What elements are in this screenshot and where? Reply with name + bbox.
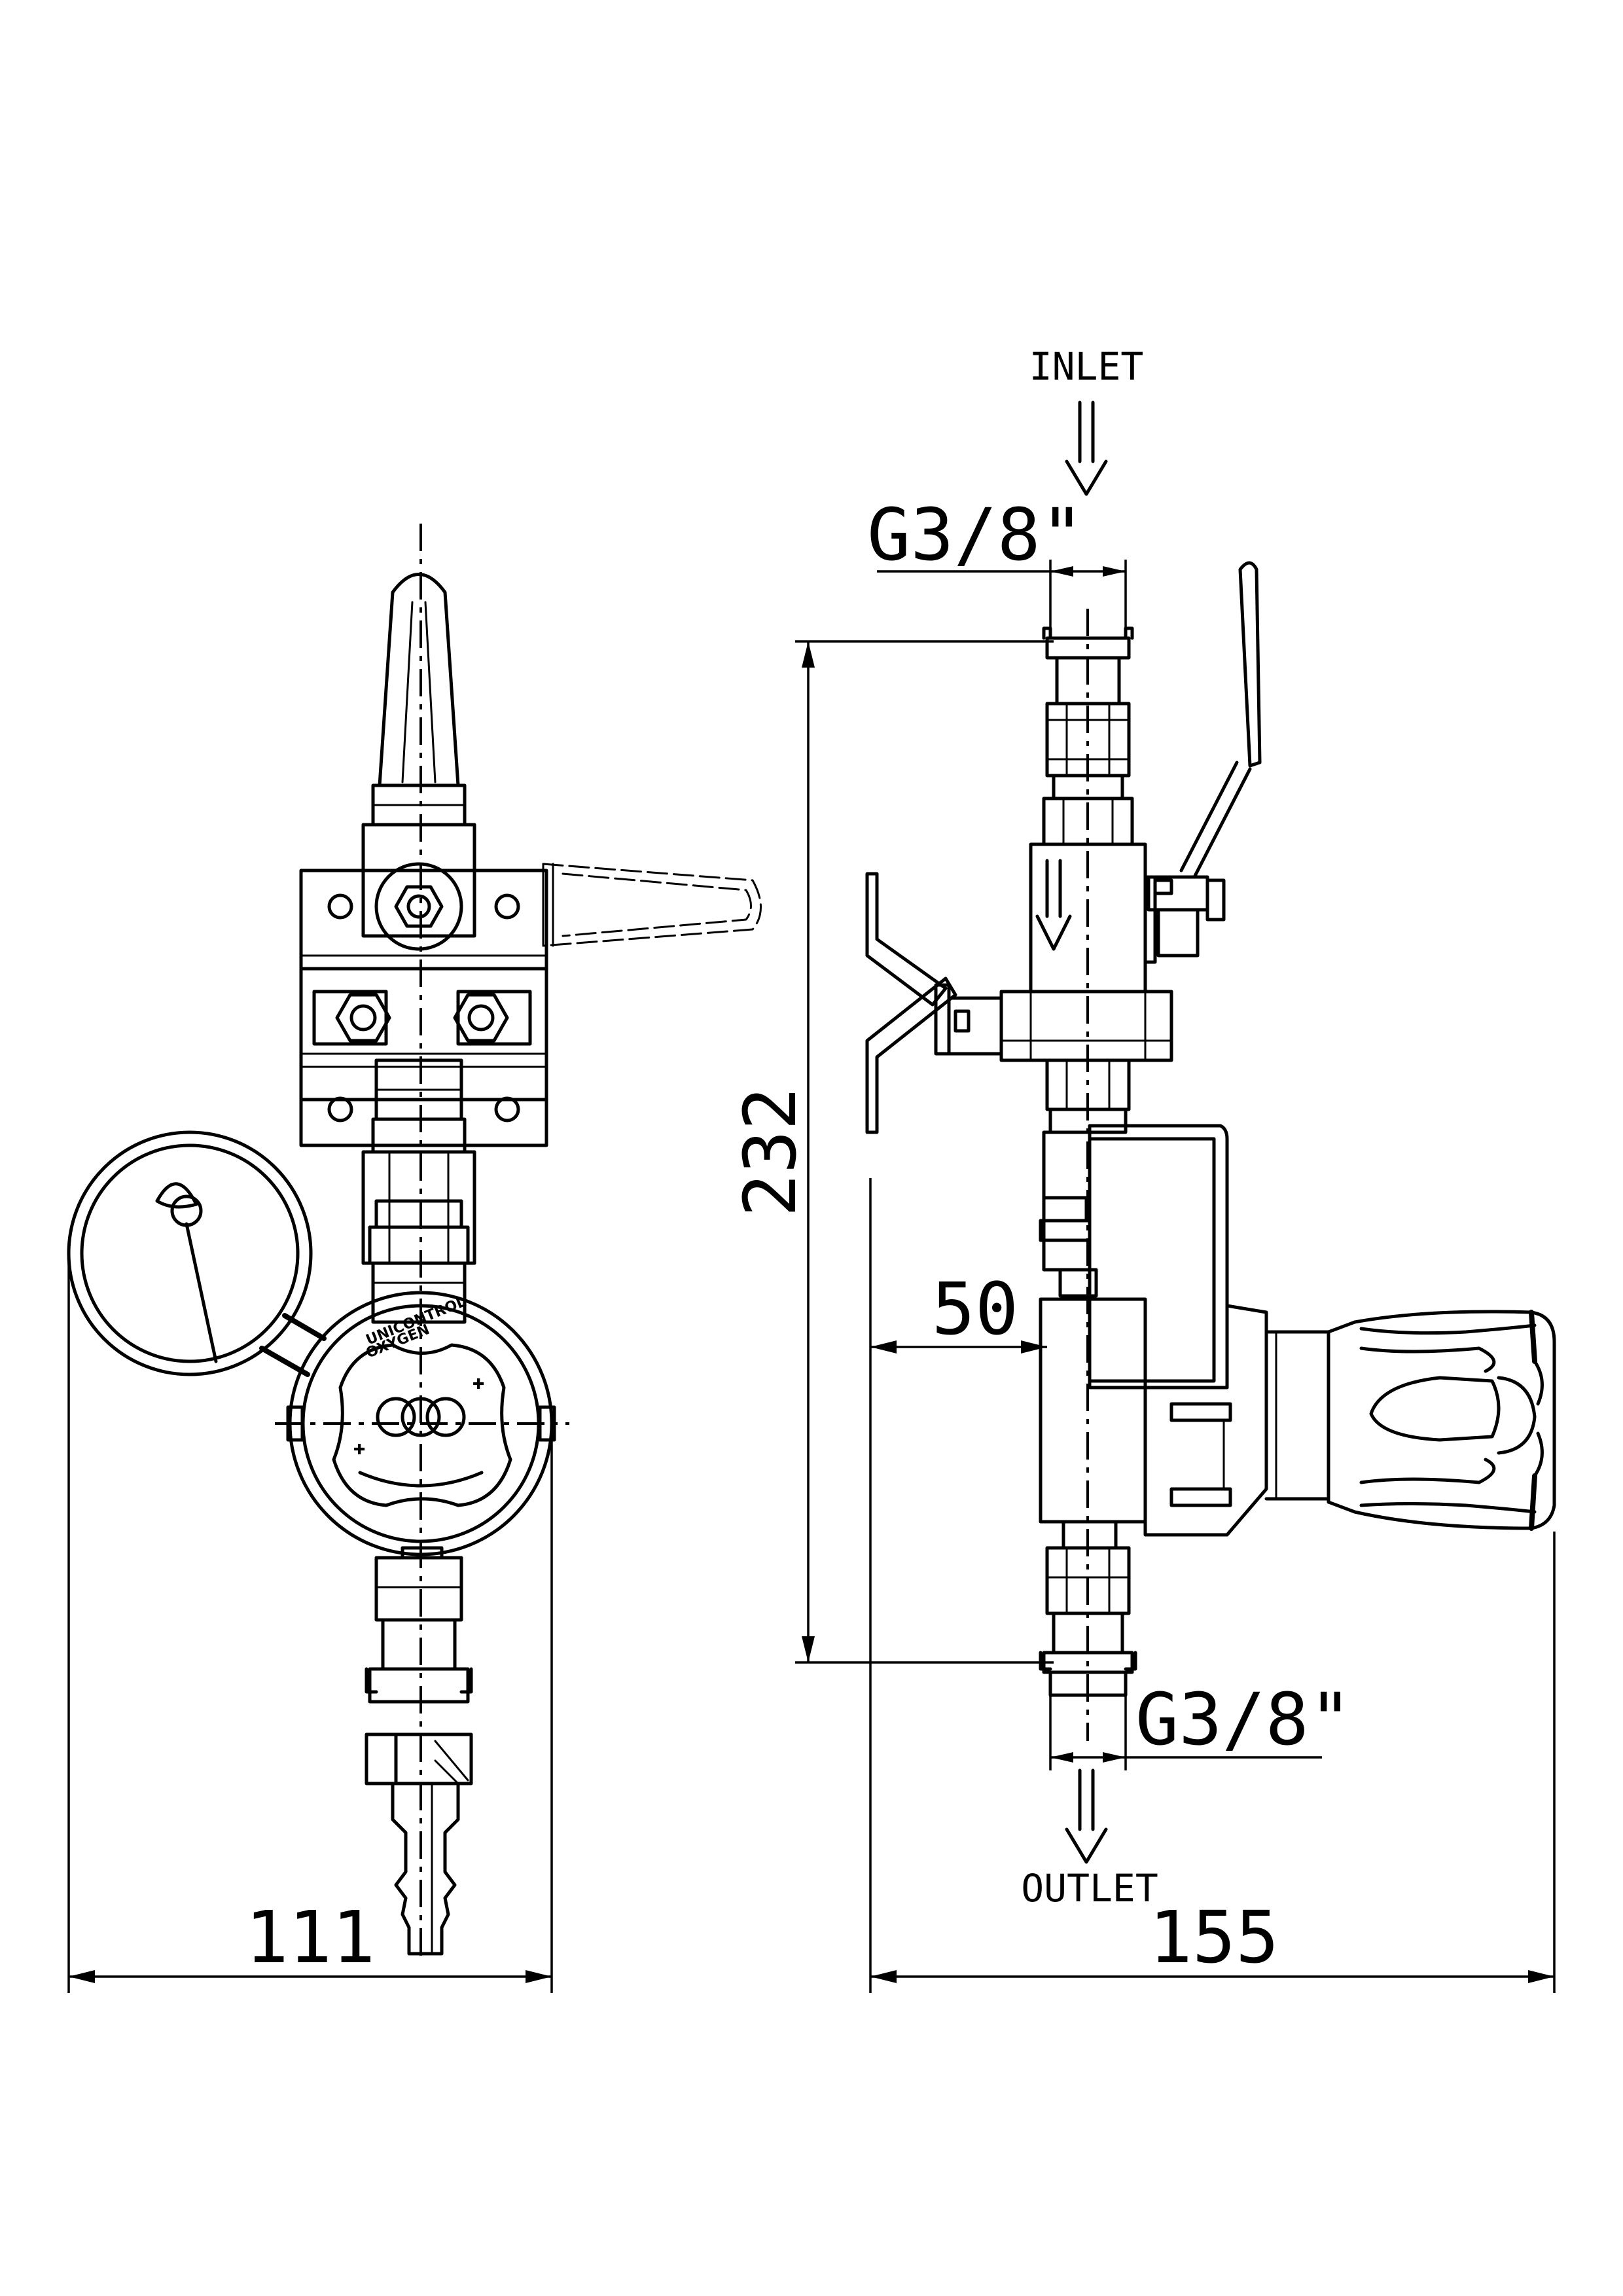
- dim-outlet-thread: G3/8": [1049, 1676, 1352, 1770]
- ece-logo: [376, 1397, 466, 1437]
- outlet-fittings-side: [1039, 1520, 1137, 1697]
- inlet-thread-label: G3/8": [867, 493, 1084, 577]
- dim-width-front: 111: [67, 1253, 553, 1993]
- outlet-label: OUTLET: [1021, 1866, 1158, 1910]
- outlet-arrow-icon: [1065, 1768, 1108, 1864]
- dim-155-label: 155: [1149, 1895, 1279, 1979]
- valve-handle-side: [1147, 561, 1262, 958]
- outlet-thread-label: G3/8": [1135, 1677, 1352, 1761]
- pressure-gauge: [67, 1130, 327, 1377]
- dim-offset: 50: [869, 1178, 1047, 1993]
- body-fittings-front: [361, 1058, 476, 1324]
- outlet-fittings-front: [365, 1546, 473, 1956]
- valve-lever-front: [361, 573, 476, 938]
- dim-inlet-thread: G3/8": [867, 493, 1127, 632]
- dim-111-label: 111: [245, 1895, 376, 1979]
- inlet-arrow-icon: [1065, 401, 1108, 496]
- inlet-label: INLET: [1029, 344, 1144, 389]
- regulator-body-side: [1039, 1124, 1330, 1537]
- dim-height: 232: [728, 640, 1054, 1664]
- front-view: ✚ ✚ UNICONTROL OXYGEN: [67, 524, 762, 1993]
- valve-pivot-nut: [374, 862, 463, 951]
- dim-50-label: 50: [932, 1267, 1018, 1351]
- mounting-bracket-front: [299, 869, 548, 1147]
- dim-width-side: 155: [870, 1532, 1556, 1993]
- side-view: INLET G3/8" 232: [728, 344, 1556, 1993]
- mid-fittings-side: [1039, 1058, 1131, 1298]
- valve-body-side: [1029, 842, 1157, 994]
- plus-sign-icon: ✚: [473, 1376, 484, 1393]
- plus-sign-icon-2: ✚: [353, 1442, 365, 1458]
- dim-232-label: 232: [728, 1087, 812, 1217]
- flow-arrow-icon: [1035, 859, 1072, 951]
- adjusting-knob-side: [1327, 1310, 1556, 1531]
- lever-alt-position: [542, 863, 762, 947]
- inlet-fittings-side: [1042, 626, 1134, 846]
- wall-bracket-side: [865, 872, 1173, 1134]
